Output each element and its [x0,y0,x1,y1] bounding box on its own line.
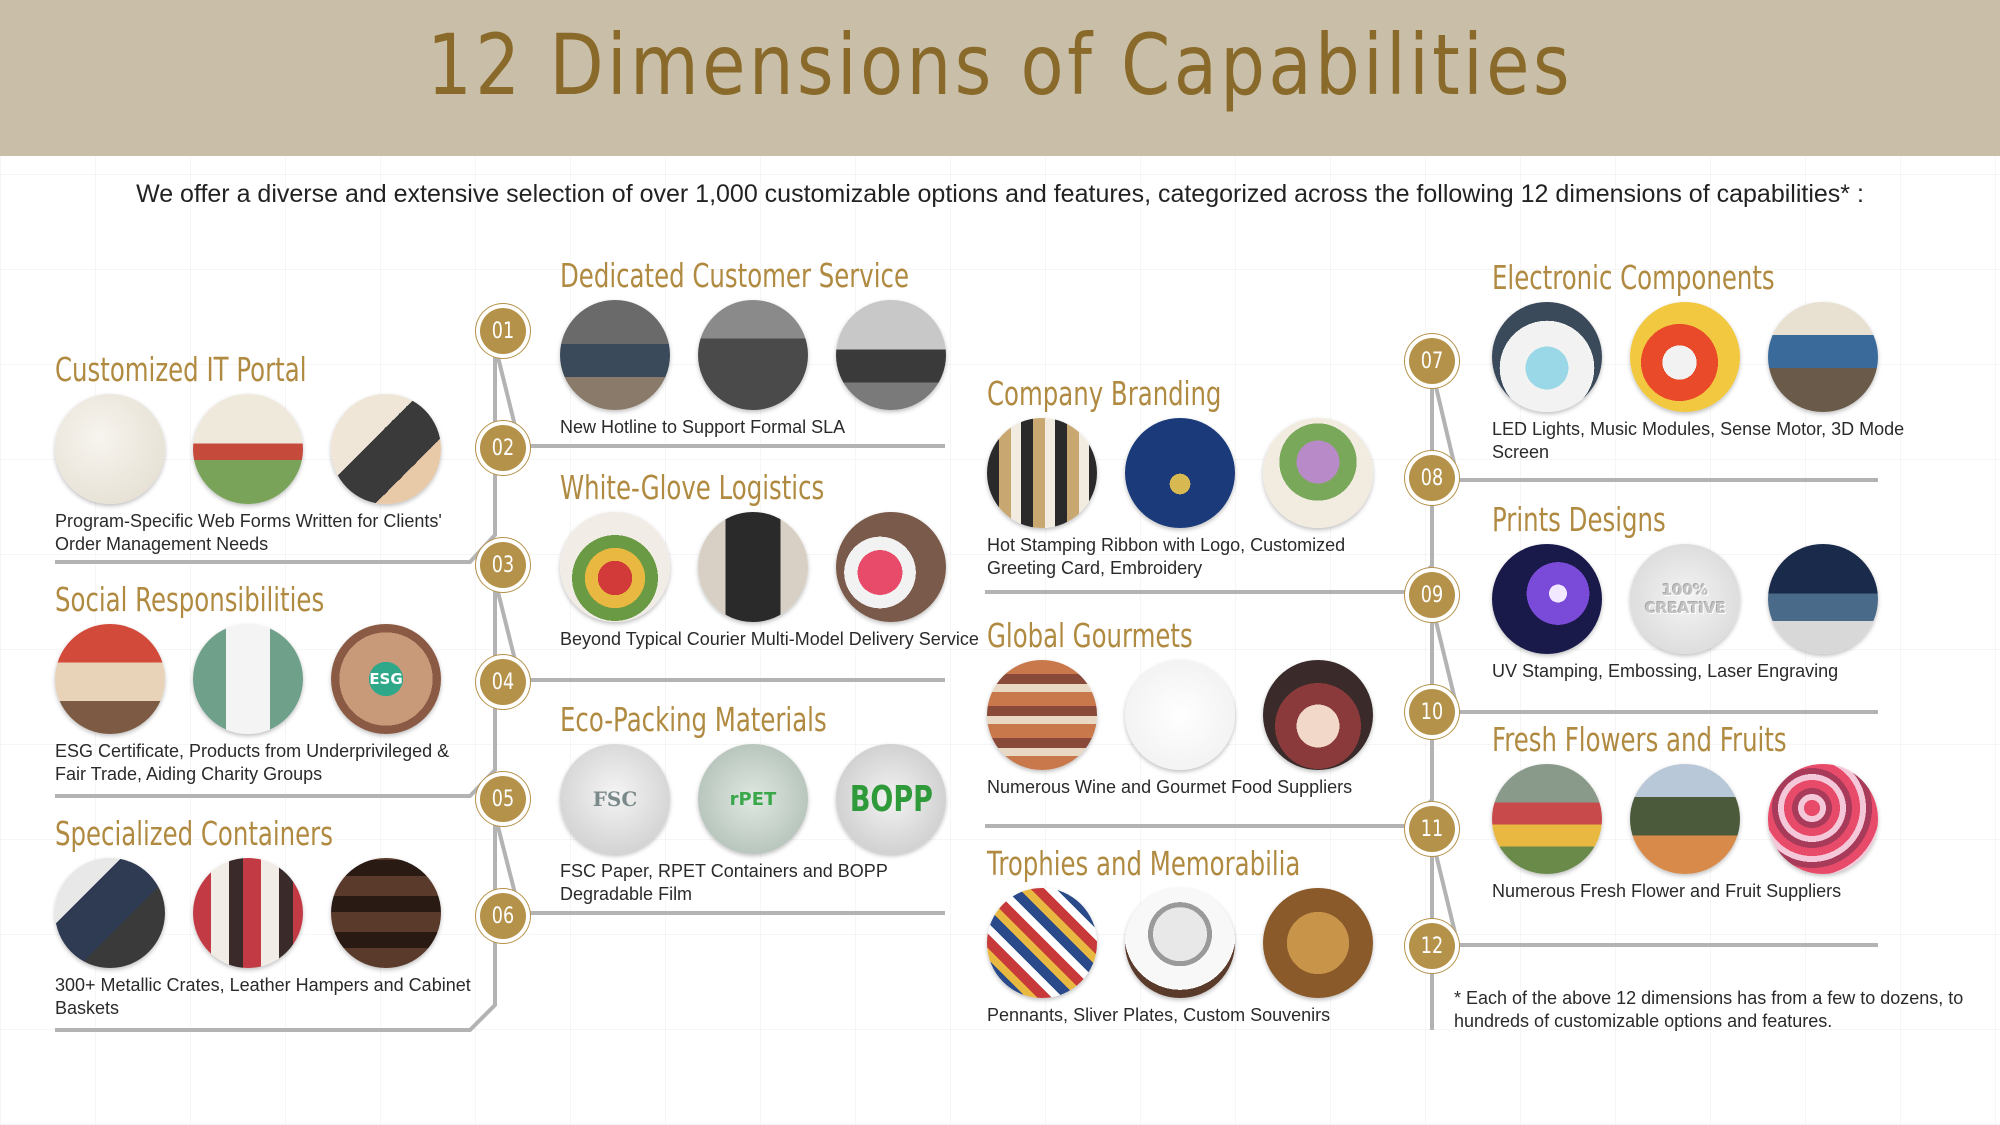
social-image-2 [193,624,303,734]
category-description: Numerous Fresh Flower and Fruit Supplier… [1492,881,1842,901]
connector-right-1 [1430,369,1878,482]
footnote: * Each of the above 12 dimensions has fr… [1454,988,1964,1031]
category-customized-it-portal: Customized IT Portal Program-Specific We… [55,348,475,556]
category-description: New Hotline to Support Formal SLA [560,417,846,437]
category-white-glove-logistics: White-Glove Logistics Beyond Typical Cou… [560,466,980,651]
gourmets-image-2 [1125,660,1235,770]
electronic-image-2 [1630,302,1740,412]
badge-05: 05 [480,776,526,822]
category-title: White-Glove Logistics [560,468,825,507]
rpet-label: rPET [729,788,777,810]
branding-image-1 [987,418,1097,528]
social-image-1 [55,624,165,734]
category-title: Company Branding [987,374,1222,413]
category-fresh-flowers-and-fruits: Fresh Flowers and Fruits Numerous Fresh … [1492,718,1912,903]
containers-image-2 [193,858,303,968]
category-title: Specialized Containers [55,814,333,853]
category-title: Electronic Components [1492,258,1775,297]
badge-12: 12 [1409,923,1455,969]
trophies-image-1 [987,888,1097,998]
badge-07: 07 [1409,338,1455,384]
category-eco-packing-materials: Eco-Packing Materials FSC rPET BOPP FSC … [560,698,980,906]
category-title: Prints Designs [1492,500,1666,539]
category-title: Trophies and Memorabilia [987,844,1301,883]
flowers-image-3 [1768,764,1878,874]
category-specialized-containers: Specialized Containers 300+ Metallic Cra… [55,812,475,1020]
connector-right-3 [1430,837,1878,947]
badge-04: 04 [480,659,526,705]
containers-image-3 [331,858,441,968]
it-portal-image-2 [193,394,303,504]
branding-image-2 [1125,418,1235,528]
category-social-responsibilities: Social Responsibilities ESG ESG Certific… [55,578,475,786]
category-company-branding: Company Branding Hot Stamping Ribbon wit… [987,372,1407,580]
badge-06: 06 [480,893,526,939]
category-global-gourmets: Global Gourmets Numerous Wine and Gourme… [987,614,1407,799]
fsc-image: FSC [560,744,670,854]
category-description: Program-Specific Web Forms Written for C… [55,511,442,554]
laser-engraving-image [1768,544,1878,654]
category-description: Numerous Wine and Gourmet Food Suppliers [987,777,1353,797]
embossing-image: 100% CREATIVE [1630,544,1740,654]
category-trophies-and-memorabilia: Trophies and Memorabilia Pennants, Slive… [987,842,1407,1027]
it-portal-image-3 [331,394,441,504]
embossing-label: 100% CREATIVE [1645,581,1726,617]
badge-01: 01 [480,308,526,354]
fsc-label: FSC [592,787,638,811]
category-description: LED Lights, Music Modules, Sense Motor, … [1492,419,1905,462]
intro-text: We offer a diverse and extensive selecti… [136,180,1864,208]
electronic-image-3 [1768,302,1878,412]
category-title: Customized IT Portal [55,350,307,389]
containers-image-1 [55,858,165,968]
electronic-image-1 [1492,302,1602,412]
category-description: Beyond Typical Courier Multi-Model Deliv… [560,629,979,649]
connector-right-2 [1430,604,1878,714]
category-title: Dedicated Customer Service [560,256,910,295]
category-description: ESG Certificate, Products from Underpriv… [55,741,450,784]
branding-image-3 [1263,418,1373,528]
customer-service-image-2 [698,300,808,410]
gourmets-image-1 [987,660,1097,770]
flowers-image-1 [1492,764,1602,874]
badge-02: 02 [480,425,526,471]
logistics-image-2 [698,512,808,622]
logistics-image-1 [560,512,670,622]
customer-service-image-3 [836,300,946,410]
esg-label: ESG [369,670,403,688]
bopp-image: BOPP [836,744,946,854]
category-description: Pennants, Sliver Plates, Custom Souvenir… [987,1005,1331,1025]
category-title: Social Responsibilities [55,580,325,619]
badge-11: 11 [1409,806,1455,852]
category-dedicated-customer-service: Dedicated Customer Service New Hotline t… [560,254,980,439]
category-title: Eco-Packing Materials [560,700,827,739]
flowers-image-2 [1630,764,1740,874]
rpet-image: rPET [698,744,808,854]
badge-03: 03 [480,542,526,588]
header-banner: 12 Dimensions of Capabilities [0,0,2000,156]
gourmets-image-3 [1263,660,1373,770]
category-title: Global Gourmets [987,616,1193,655]
category-description: Hot Stamping Ribbon with Logo, Customize… [987,535,1346,578]
it-portal-image-1 [55,394,165,504]
badge-09: 09 [1409,572,1455,618]
trophies-image-3 [1263,888,1373,998]
category-description: FSC Paper, RPET Containers and BOPP Degr… [560,861,888,904]
social-image-3: ESG [331,624,441,734]
category-electronic-components: Electronic Components LED Lights, Music … [1492,256,1912,464]
badge-10: 10 [1409,689,1455,735]
logistics-image-3 [836,512,946,622]
uv-stamping-image [1492,544,1602,654]
category-title: Fresh Flowers and Fruits [1492,720,1787,759]
trophies-image-2 [1125,888,1235,998]
page-title: 12 Dimensions of Capabilities [427,16,1573,114]
badge-08: 08 [1409,455,1455,501]
category-description: UV Stamping, Embossing, Laser Engraving [1492,661,1839,681]
bopp-label: BOPP [849,778,933,820]
category-description: 300+ Metallic Crates, Leather Hampers an… [55,975,471,1018]
category-prints-designs: Prints Designs 100% CREATIVE UV Stamping… [1492,498,1912,683]
customer-service-image-1 [560,300,670,410]
